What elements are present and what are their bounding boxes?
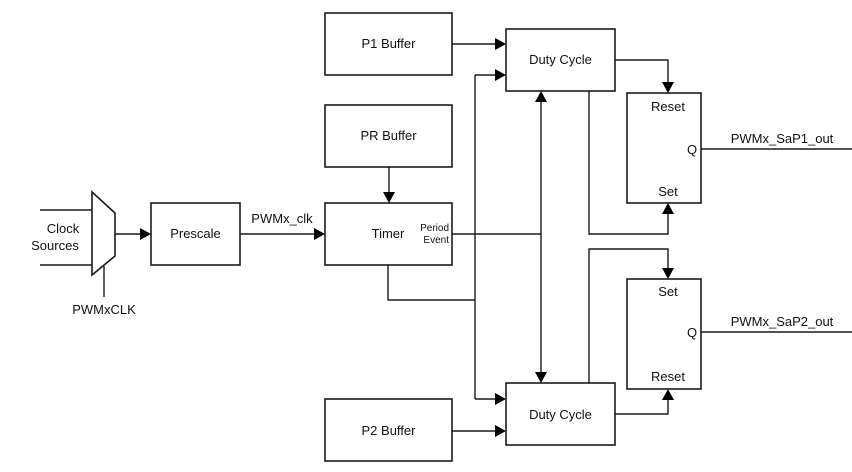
clock-mux bbox=[91, 190, 116, 277]
duty2-to-latch2-reset-wire bbox=[615, 400, 669, 415]
out2-label: PWMx_SaP2_out bbox=[731, 314, 834, 329]
out1-label: PWMx_SaP1_out bbox=[731, 131, 834, 146]
timer-label: Timer bbox=[372, 226, 405, 241]
arrow-up-icon bbox=[535, 91, 547, 102]
arrow-down-icon bbox=[383, 192, 395, 203]
duty1-to-latch1-set-wire bbox=[588, 91, 669, 235]
latch1-reset-label: Reset bbox=[651, 99, 685, 114]
duty-cycle-2-label: Duty Cycle bbox=[529, 407, 592, 422]
duty-cycle-1-block bbox=[505, 28, 616, 92]
latch2-set-label: Set bbox=[658, 284, 678, 299]
arrow-down-icon bbox=[662, 268, 674, 279]
arrow-right-icon bbox=[495, 69, 506, 81]
pr-buffer-label: PR Buffer bbox=[360, 128, 417, 143]
clock-sources-label-2: Sources bbox=[31, 238, 79, 253]
p2-buffer-block bbox=[324, 398, 453, 462]
sr-latch-2 bbox=[626, 278, 702, 390]
arrow-up-icon bbox=[662, 389, 674, 400]
arrow-right-icon bbox=[140, 228, 151, 240]
arrow-right-icon bbox=[495, 393, 506, 405]
arrow-up-icon bbox=[662, 203, 674, 214]
duty2-to-latch2-set-wire bbox=[588, 248, 669, 383]
p1-buffer-label: P1 Buffer bbox=[362, 36, 417, 51]
duty-cycle-2-block bbox=[505, 382, 616, 446]
p1-buffer-block bbox=[324, 12, 453, 76]
timer-count-wire bbox=[387, 265, 475, 301]
latch1-q-label: Q bbox=[687, 142, 697, 157]
latch1-set-label: Set bbox=[658, 184, 678, 199]
prescale-label: Prescale bbox=[170, 226, 221, 241]
prescale-block bbox=[150, 202, 241, 266]
arrow-right-icon bbox=[314, 228, 325, 240]
sr-latch-1 bbox=[626, 92, 702, 204]
latch2-q-label: Q bbox=[687, 325, 697, 340]
arrow-right-icon bbox=[495, 425, 506, 437]
arrow-down-icon bbox=[535, 372, 547, 383]
timer-block bbox=[324, 202, 453, 266]
pwmxclk-label: PWMxCLK bbox=[72, 302, 136, 317]
p2-buffer-label: P2 Buffer bbox=[362, 423, 417, 438]
latch2-reset-label: Reset bbox=[651, 369, 685, 384]
duty-cycle-1-label: Duty Cycle bbox=[529, 52, 592, 67]
period-event-label-1: Period bbox=[420, 223, 449, 234]
duty1-to-latch1-reset-wire bbox=[615, 59, 669, 82]
arrow-down-icon bbox=[662, 82, 674, 93]
period-event-label-2: Event bbox=[423, 235, 449, 246]
arrow-right-icon bbox=[495, 38, 506, 50]
pr-buffer-block bbox=[324, 104, 453, 168]
pwm-clk-label: PWMx_clk bbox=[251, 211, 313, 226]
clock-sources-label-1: Clock bbox=[47, 221, 80, 236]
